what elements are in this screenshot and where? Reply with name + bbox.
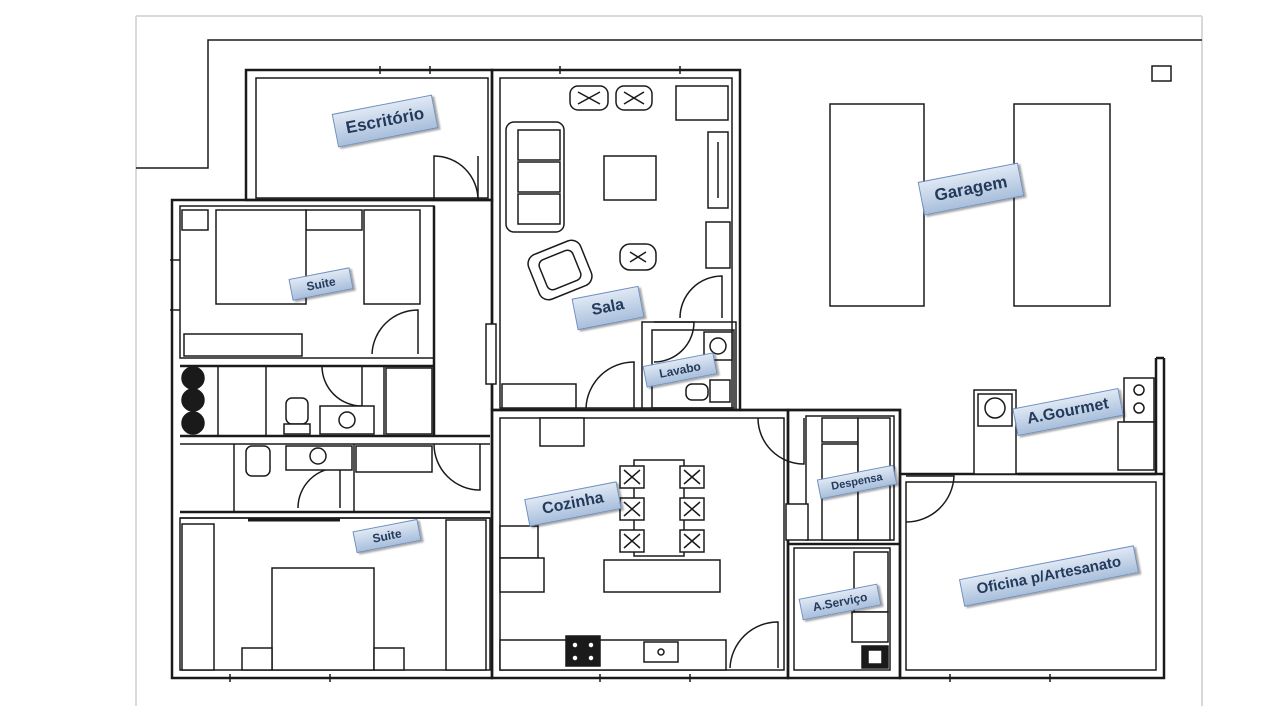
garage-cars (829, 103, 1111, 307)
suite-bottom-furniture (181, 519, 487, 671)
suite-top-furniture (181, 209, 421, 357)
living-furniture (501, 85, 731, 409)
page-frame (135, 15, 1203, 706)
gourmet-fixtures (973, 377, 1155, 475)
walls (170, 68, 1166, 680)
lavabo-fixtures (685, 331, 733, 403)
corner-marker (1151, 65, 1172, 82)
bathroom-fixtures (181, 366, 433, 522)
kitchen-furniture (499, 417, 809, 671)
windows (170, 66, 1051, 682)
lot-boundary (136, 39, 1202, 169)
